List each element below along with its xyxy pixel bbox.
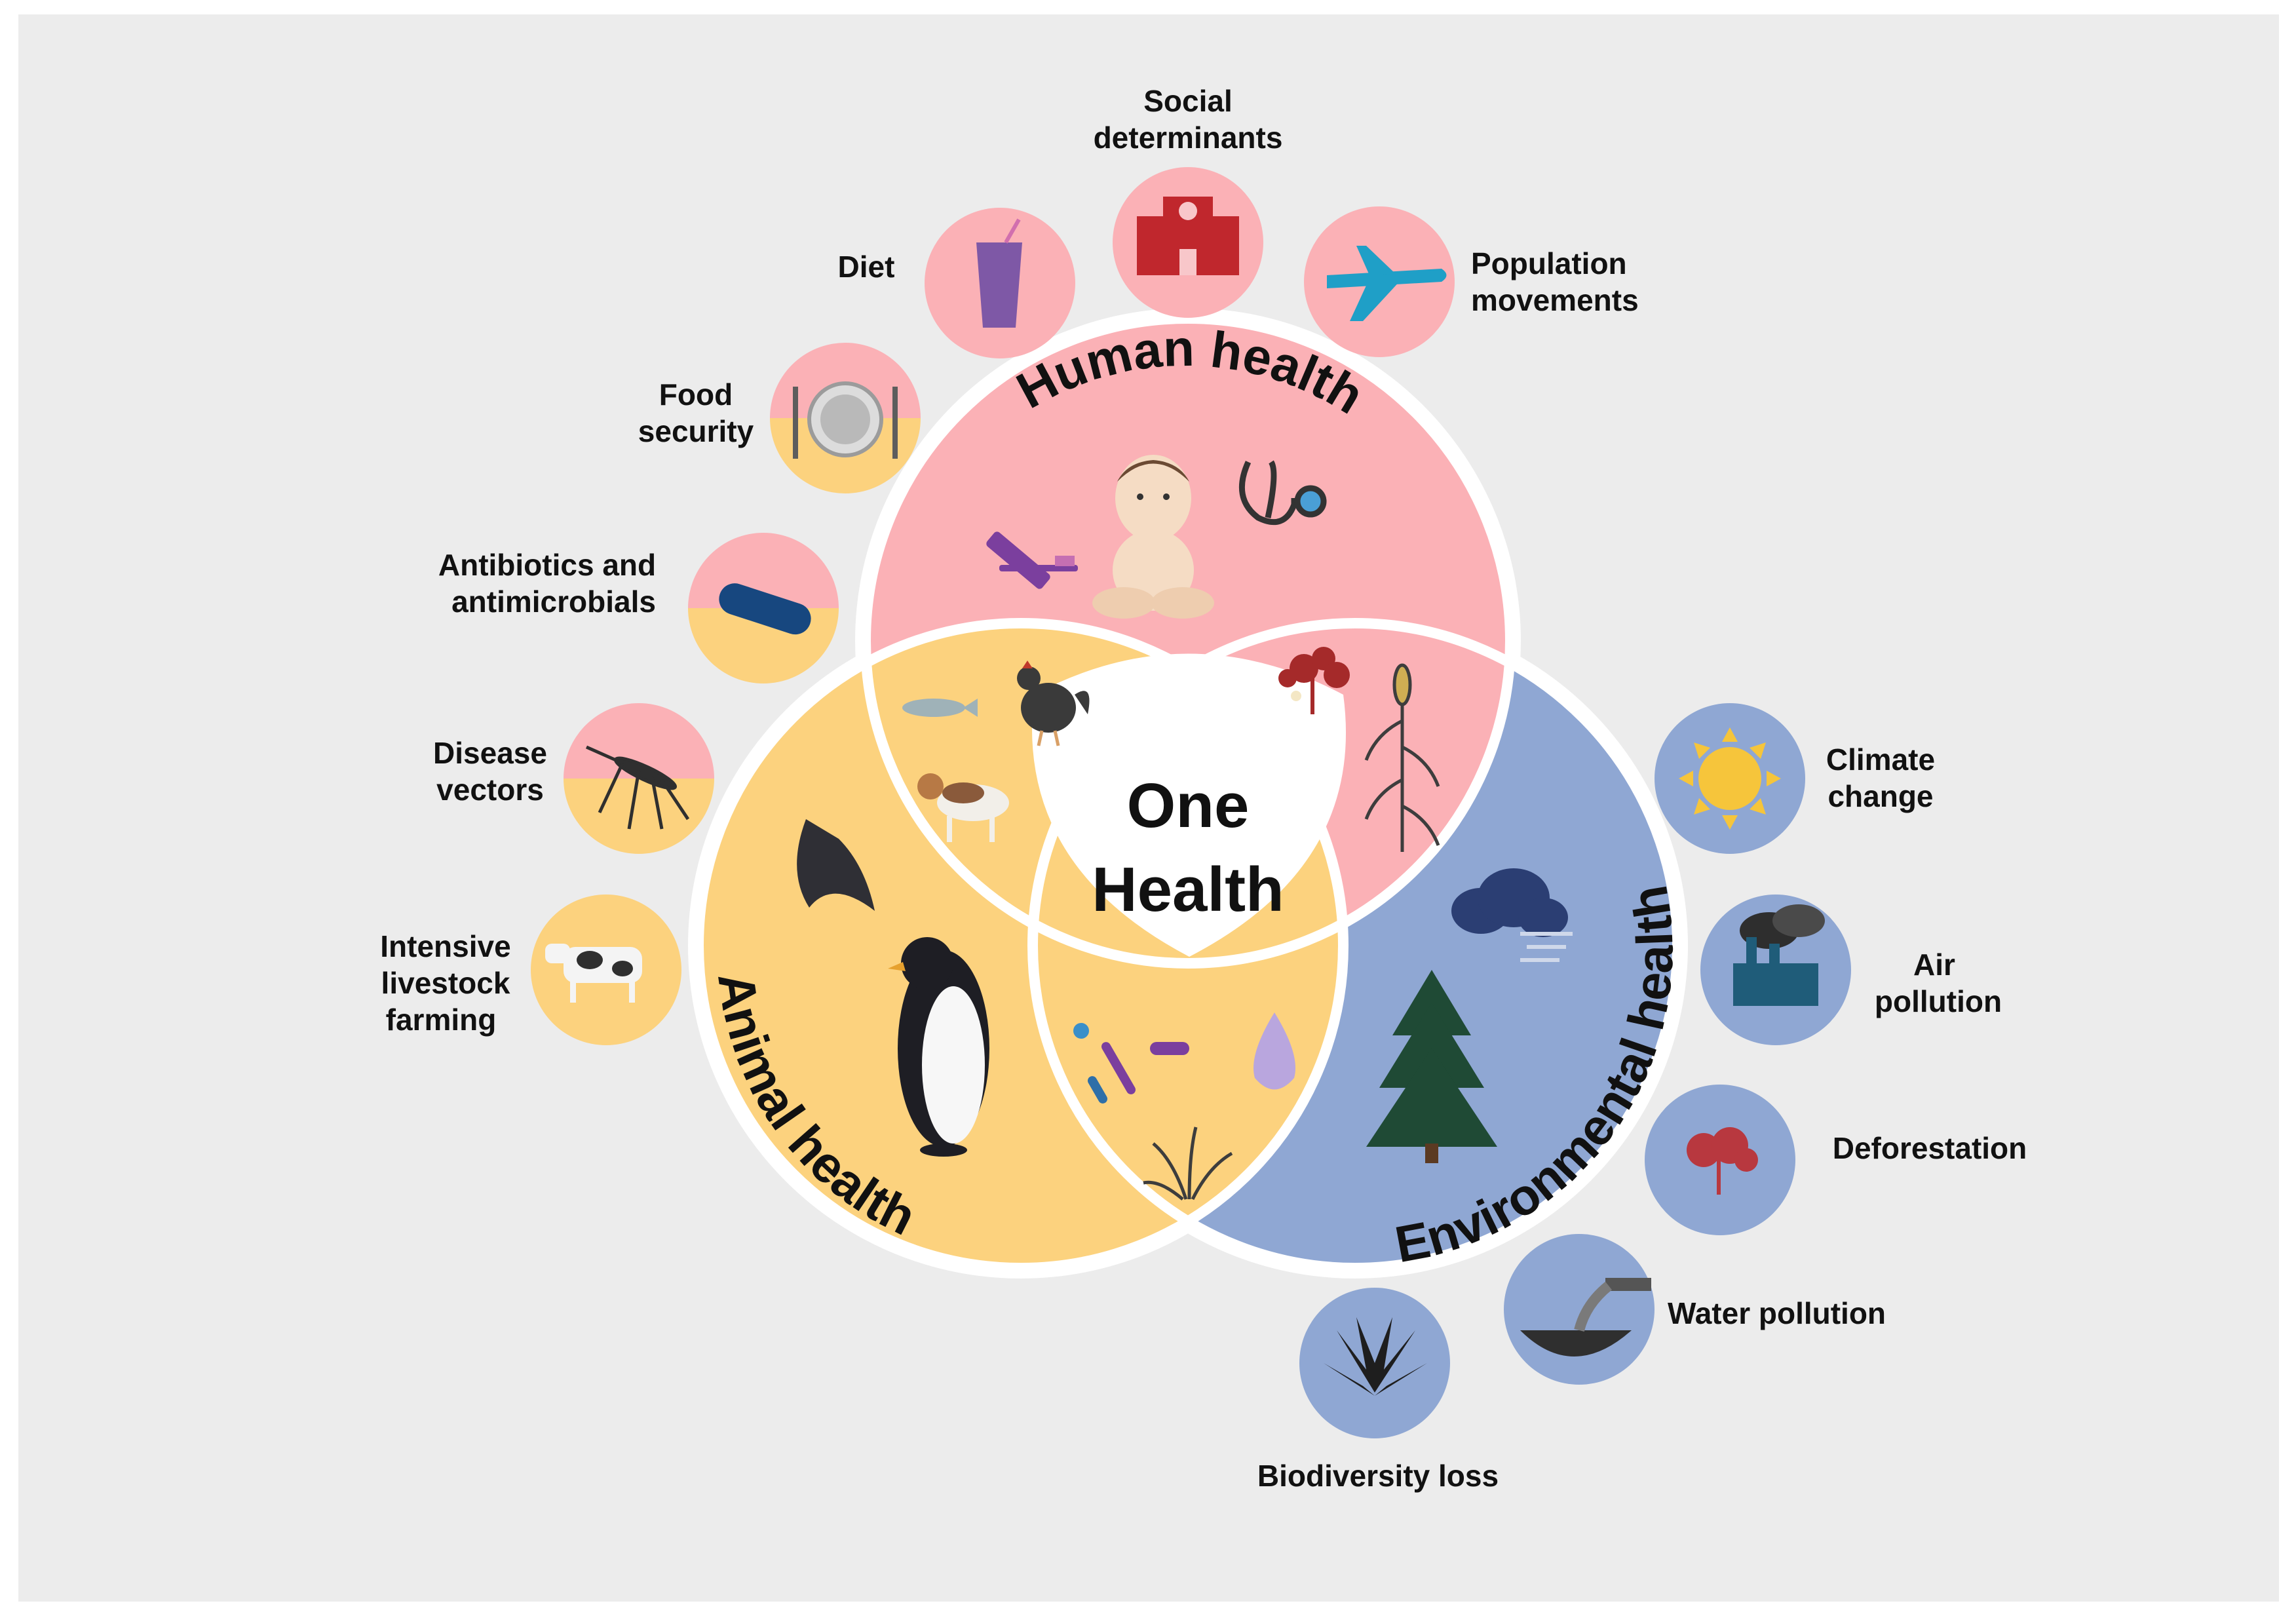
hospital-icon xyxy=(1137,197,1239,275)
toothbrush-icon xyxy=(986,531,1078,589)
factor-water-pollution: Water pollution xyxy=(1504,1234,1886,1385)
penguin-icon xyxy=(888,937,989,1157)
center-title-line2: Health xyxy=(1092,855,1284,925)
bat-icon xyxy=(797,819,875,911)
venn-diagram xyxy=(688,308,1688,1279)
mosquito-icon xyxy=(585,745,690,830)
social-determinants-label-2: determinants xyxy=(1094,121,1283,155)
fir-tree-icon xyxy=(1366,970,1497,1163)
climate-change-label-2: change xyxy=(1827,779,1933,813)
deforestation-label: Deforestation xyxy=(1833,1131,2027,1165)
biodiversity-loss-label: Biodiversity loss xyxy=(1257,1459,1499,1493)
factor-deforestation: Deforestation xyxy=(1645,1085,2027,1235)
air-pollution-label-2: pollution xyxy=(1875,984,2002,1018)
diet-label: Diet xyxy=(838,250,895,284)
center-region xyxy=(1031,653,1347,957)
factory-icon xyxy=(1733,904,1825,1006)
baby-icon xyxy=(1092,455,1214,619)
water-pollution-label: Water pollution xyxy=(1668,1296,1886,1330)
stethoscope-icon xyxy=(1238,460,1327,526)
livestock-label-2: livestock xyxy=(381,966,510,1000)
disease-vectors-label-1: Disease xyxy=(433,736,547,770)
fish-icon xyxy=(902,699,978,717)
factor-diet: Diet xyxy=(838,208,1075,358)
grass-icon xyxy=(1143,1126,1233,1201)
water-drop-icon xyxy=(1253,1012,1295,1090)
factor-population-movements: Population movements xyxy=(1304,206,1639,357)
sewage-pipe-icon xyxy=(1520,1278,1651,1356)
dog-icon xyxy=(917,773,1009,842)
livestock-label-3: farming xyxy=(386,1003,497,1037)
sun-icon xyxy=(1679,727,1781,830)
air-pollution-label-1: Air xyxy=(1913,948,1955,982)
disease-vectors-label-2: vectors xyxy=(436,773,544,807)
animal-outline xyxy=(693,618,1349,1273)
antibiotics-label-2: antimicrobials xyxy=(451,585,656,619)
microbes-icon xyxy=(1073,1023,1189,1104)
livestock-label-1: Intensive xyxy=(380,929,510,963)
population-movements-label-2: movements xyxy=(1471,283,1639,317)
fallen-tree-icon xyxy=(1687,1127,1758,1195)
corn-icon xyxy=(1364,663,1440,852)
factor-social-determinants: Social determinants xyxy=(1094,84,1283,318)
food-security-label-2: security xyxy=(638,414,754,448)
capsule-icon xyxy=(719,583,811,635)
water-pollution-bubble xyxy=(1504,1234,1655,1385)
population-movements-label-1: Population xyxy=(1471,246,1627,280)
windy-cloud-icon xyxy=(1451,868,1573,962)
center-title-line1: One xyxy=(1127,771,1250,841)
antibiotics-label-1: Antibiotics and xyxy=(438,548,656,582)
climate-change-label-1: Climate xyxy=(1826,742,1935,777)
human-outline xyxy=(860,313,1516,969)
food-security-label-1: Food xyxy=(659,377,733,412)
chicken-icon xyxy=(1017,661,1090,746)
airplane-icon xyxy=(1327,246,1447,321)
crop-pest-icon xyxy=(1278,647,1350,714)
factor-intensive-livestock: Intensive livestock farming xyxy=(380,895,681,1045)
factor-air-pollution: Air pollution xyxy=(1700,895,2002,1045)
factor-climate-change: Climate change xyxy=(1655,703,1935,854)
social-determinants-label-1: Social xyxy=(1143,84,1233,118)
factor-food-security: Food security xyxy=(638,343,921,493)
agave-icon xyxy=(1324,1317,1427,1396)
factor-biodiversity-loss: Biodiversity loss xyxy=(1257,1288,1499,1493)
environmental-outline xyxy=(1027,618,1683,1273)
plate-icon xyxy=(793,381,898,459)
smoothie-icon xyxy=(976,242,1022,328)
cow-icon xyxy=(545,944,642,1003)
